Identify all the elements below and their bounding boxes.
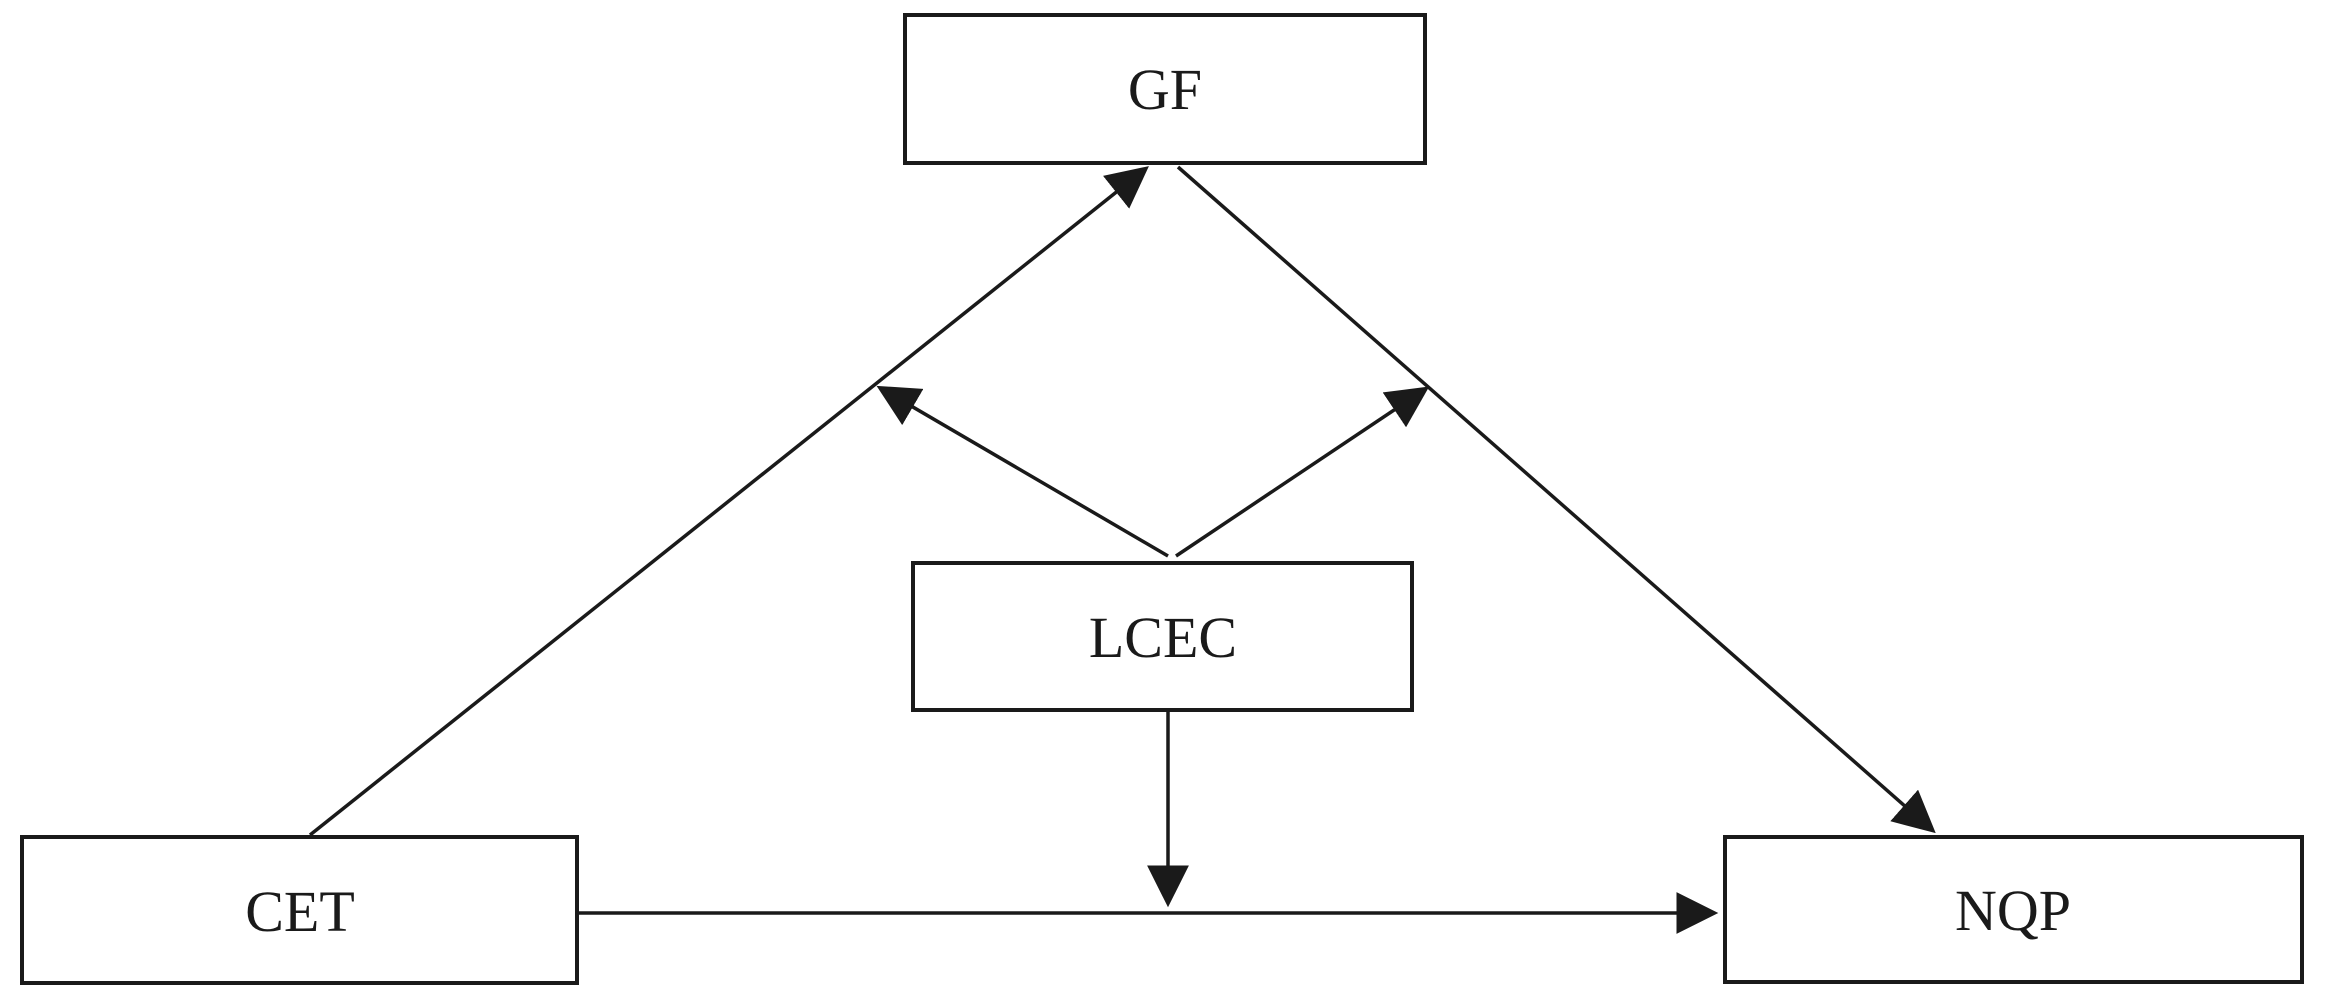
nqp-label: NQP — [1955, 878, 2071, 943]
lcec-box — [911, 561, 1414, 712]
node-cet: CET — [20, 835, 579, 985]
gf-label: GF — [1128, 57, 1202, 122]
node-gf: GF — [903, 13, 1427, 165]
gf-box — [903, 13, 1427, 165]
arrow-cet-to-gf — [308, 166, 1149, 837]
cet-label: CET — [245, 879, 355, 944]
moderation-arrow-lcec-to-gf-nqp-link — [1175, 386, 1430, 558]
moderation-arrow-lcec-to-cet-gf-link — [876, 385, 1169, 558]
nqp-box — [1723, 835, 2304, 984]
arrow-gf-to-nqp — [1176, 165, 1936, 834]
node-nqp: NQP — [1723, 835, 2304, 984]
cet-box — [20, 835, 579, 985]
node-lcec: LCEC — [911, 561, 1414, 712]
lcec-label: LCEC — [1089, 605, 1237, 670]
